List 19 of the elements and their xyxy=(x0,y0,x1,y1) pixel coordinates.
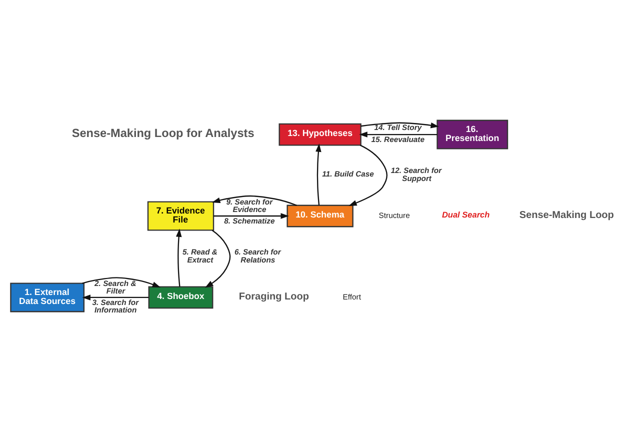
arrow xyxy=(360,122,439,128)
node-box: 13. Hypotheses xyxy=(278,123,362,146)
label: Sense-Making Loop for Analysts xyxy=(72,126,254,140)
arrow xyxy=(359,132,438,138)
arrow xyxy=(82,277,161,288)
node-box: 4. Shoebox xyxy=(148,286,214,309)
label: Foraging Loop xyxy=(238,291,310,302)
arrow xyxy=(316,144,322,206)
node-box: 10. Schema xyxy=(286,204,354,228)
arrow xyxy=(214,213,289,219)
node-box: 1. External Data Sources xyxy=(10,282,85,312)
arrow xyxy=(82,294,149,300)
node-box: 16. Presentation xyxy=(436,120,508,150)
arrow xyxy=(348,144,388,206)
node-box: 7. Evidence File xyxy=(147,201,214,231)
arrow xyxy=(212,195,297,206)
arrow xyxy=(204,230,231,288)
label: Sense-Making Loop xyxy=(519,210,614,221)
arrow xyxy=(176,228,182,287)
